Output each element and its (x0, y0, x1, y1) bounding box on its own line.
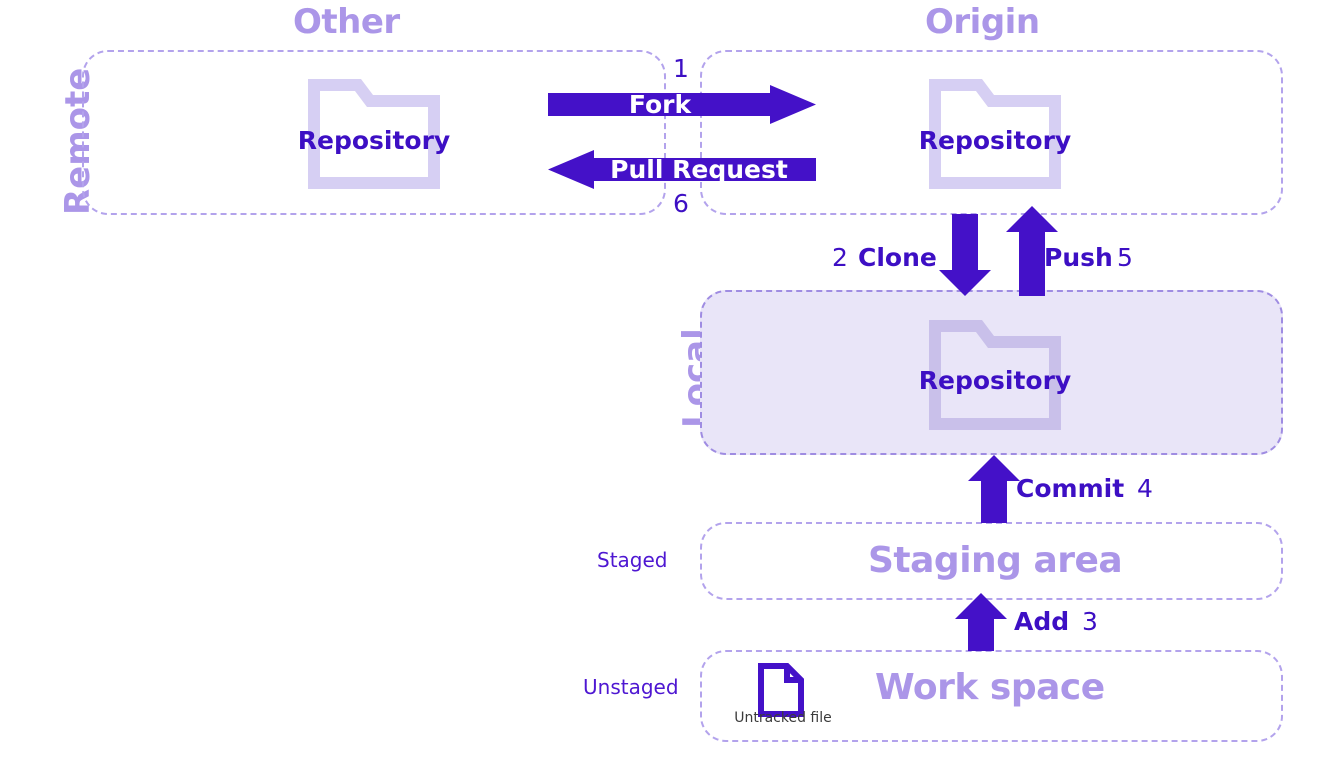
fork-step-number: 1 (673, 54, 689, 83)
folder-icon (929, 79, 1061, 193)
clone-step-number: 2 (832, 243, 848, 272)
work-space-zone (700, 650, 1283, 742)
origin-remote-zone (700, 50, 1283, 215)
staged-label: Staged (597, 548, 668, 572)
other-repository-label: Repository (297, 126, 451, 155)
staging-area-zone (700, 522, 1283, 600)
clone-label: Clone (858, 243, 937, 272)
folder-icon (308, 79, 440, 193)
staging-area-title: Staging area (868, 540, 1123, 581)
untracked-file-caption: Untracked file (734, 710, 832, 726)
add-label: Add (1014, 607, 1070, 636)
other-remote-zone (82, 50, 666, 215)
folder-icon (929, 320, 1061, 434)
local-repository-label: Repository (918, 366, 1072, 395)
origin-repository-label: Repository (918, 126, 1072, 155)
commit-arrow (968, 455, 1020, 527)
pull-request-step-number: 6 (673, 189, 689, 218)
origin-zone-title: Origin (925, 2, 1040, 42)
pull-request-arrow: Pull Request (548, 150, 816, 189)
work-space-title: Work space (875, 667, 1105, 708)
commit-step-number: 4 (1137, 474, 1153, 503)
push-label: Push (1044, 243, 1113, 272)
fork-arrow: Fork (548, 85, 816, 124)
push-arrow (1006, 206, 1058, 300)
add-arrow (955, 593, 1007, 655)
clone-arrow (939, 214, 991, 300)
other-zone-title: Other (293, 2, 400, 42)
push-step-number: 5 (1117, 243, 1133, 272)
add-step-number: 3 (1082, 607, 1098, 636)
unstaged-label: Unstaged (583, 675, 679, 699)
untracked-file-icon (757, 663, 805, 721)
commit-label: Commit (1016, 474, 1125, 503)
